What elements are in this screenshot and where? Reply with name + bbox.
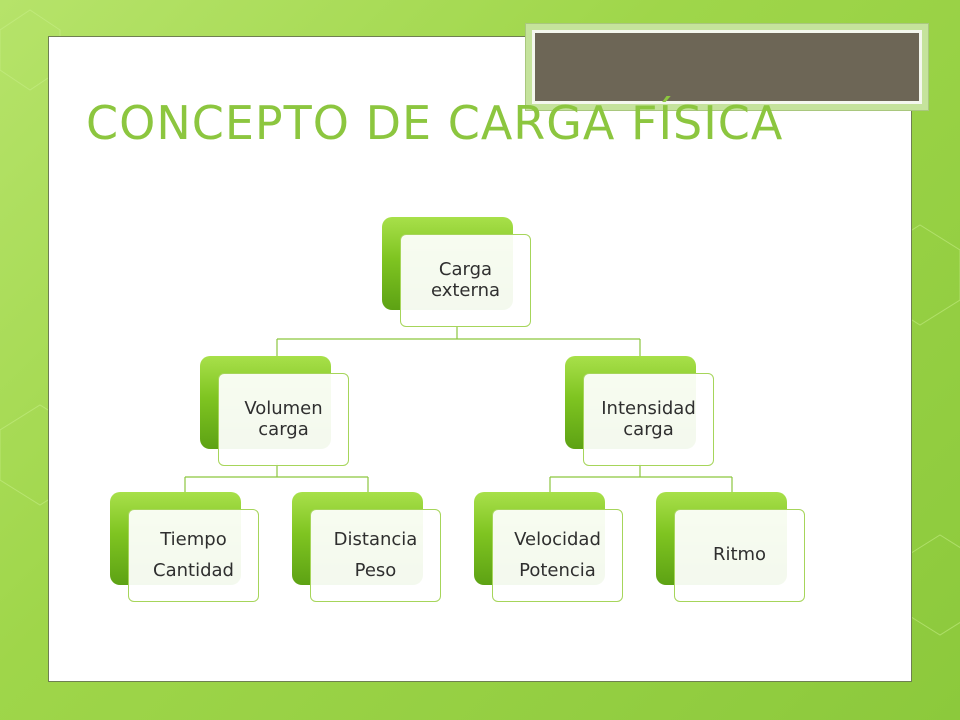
slide-header-tab <box>525 23 929 111</box>
node-carga-externa-line-1: Carga <box>438 258 493 280</box>
node-item-velocidad: Velocidad <box>514 528 601 550</box>
slide-header-tab-inner <box>532 30 922 104</box>
node-ritmo-card: Ritmo <box>674 509 805 602</box>
page-title: CONCEPTO DE CARGA FÍSICA <box>86 96 784 150</box>
connector-volumen-to-children <box>184 463 369 493</box>
node-volumen-carga-line-2: carga <box>258 418 309 440</box>
node-item-potencia: Potencia <box>519 559 596 581</box>
node-carga-externa-card: Carga externa <box>400 234 531 327</box>
node-item-ritmo: Ritmo <box>712 544 767 566</box>
node-item-cantidad: Cantidad <box>153 559 234 581</box>
node-velocidad-potencia-card: Velocidad Potencia <box>492 509 623 602</box>
node-distancia-peso-card: Distancia Peso <box>310 509 441 602</box>
connector-intensidad-to-children <box>549 463 733 493</box>
node-volumen-carga-line-1: Volumen <box>244 397 323 419</box>
node-item-peso: Peso <box>354 559 397 581</box>
node-tiempo-cantidad-card: Tiempo Cantidad <box>128 509 259 602</box>
node-carga-externa-line-2: externa <box>430 279 501 301</box>
node-volumen-carga-card: Volumen carga <box>218 373 349 466</box>
node-item-distancia: Distancia <box>333 528 418 550</box>
connector-root-to-level1 <box>276 327 641 357</box>
node-intensidad-carga-card: Intensidad carga <box>583 373 714 466</box>
node-intensidad-carga-line-2: carga <box>623 418 674 440</box>
node-item-tiempo: Tiempo <box>160 528 227 550</box>
node-intensidad-carga-line-1: Intensidad <box>601 397 696 419</box>
